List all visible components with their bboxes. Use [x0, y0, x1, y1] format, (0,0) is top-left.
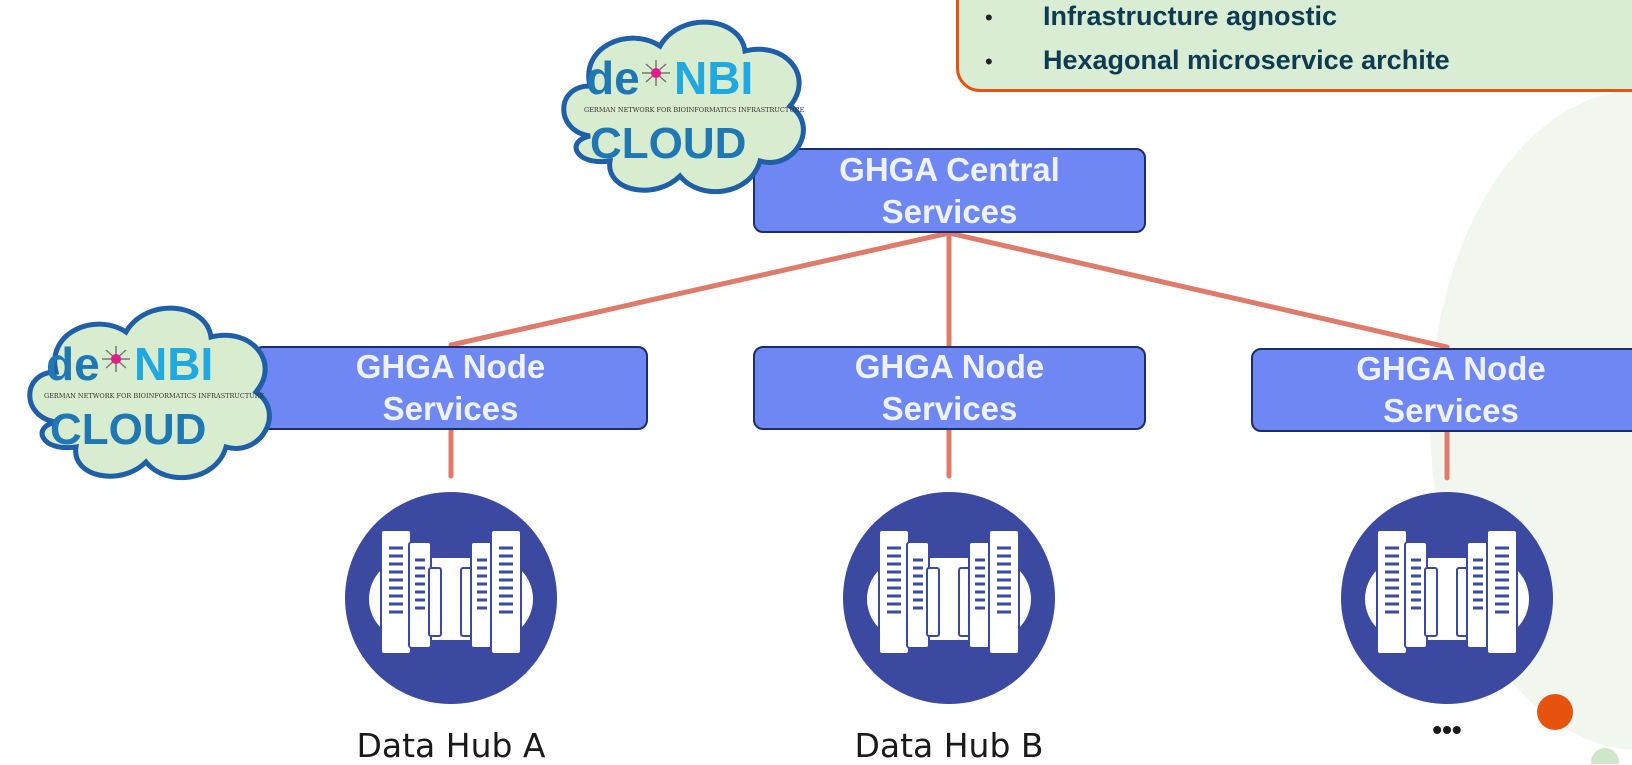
- feature-item: • Infrastructure agnostic: [985, 0, 1632, 39]
- denbi-cloud-logo: de NBI GERMAN NETWORK FOR BIOINFORMATICS…: [27, 305, 272, 480]
- node-services-line1: GHGA Node: [854, 348, 1045, 385]
- node-services-line1: GHGA Node: [1356, 350, 1546, 387]
- features-callout: • Infrastructure agnostic • Hexagonal micr…: [956, 0, 1632, 92]
- svg-text:NBI: NBI: [134, 338, 213, 390]
- node-services-box-b: GHGA Node Services: [753, 346, 1146, 430]
- svg-text:CLOUD: CLOUD: [590, 119, 746, 168]
- svg-text:de: de: [46, 338, 100, 390]
- node-services-box-a: GHGA Node Services: [253, 346, 648, 430]
- connector-central-node-c: [946, 230, 1450, 350]
- node-services-line2: Services: [382, 390, 519, 427]
- server-rack-icon: [841, 490, 1057, 706]
- server-rack-icon: [1339, 490, 1555, 706]
- node-services-line1: GHGA Node: [355, 348, 546, 385]
- svg-text:GERMAN NETWORK FOR BIOINFORMAT: GERMAN NETWORK FOR BIOINFORMATICS INFRAS…: [44, 392, 265, 400]
- denbi-cloud-logo: de NBI GERMAN NETWORK FOR BIOINFORMATICS…: [561, 19, 806, 194]
- svg-text:NBI: NBI: [674, 52, 753, 104]
- hub-label-more: •••: [1432, 714, 1462, 745]
- node-services-line2: Services: [881, 390, 1018, 427]
- connector-central-node-a: [448, 230, 952, 348]
- central-services-box: GHGA Central Services: [753, 148, 1146, 233]
- svg-text:GERMAN NETWORK FOR BIOINFORMAT: GERMAN NETWORK FOR BIOINFORMATICS INFRAS…: [584, 106, 805, 114]
- node-services-line2: Services: [1383, 392, 1519, 429]
- feature-text: Infrastructure agnostic: [1043, 1, 1338, 31]
- server-rack-icon: [343, 490, 559, 706]
- central-services-line1: GHGA Central: [839, 150, 1060, 188]
- feature-item: • Hexagonal microservice archite: [985, 39, 1632, 83]
- hub-label-b: Data Hub B: [854, 726, 1044, 765]
- bullet: •: [985, 49, 993, 74]
- node-services-box-c: GHGA Node Services: [1251, 348, 1632, 432]
- features-list: • Infrastructure agnostic • Hexagonal micr…: [959, 0, 1632, 83]
- svg-text:de: de: [586, 52, 640, 104]
- orange-dot: [1537, 694, 1573, 730]
- hub-label-a: Data Hub A: [356, 726, 546, 765]
- green-dot: [1591, 748, 1619, 764]
- bullet: •: [985, 5, 993, 30]
- feature-text: Hexagonal microservice archite: [1043, 45, 1450, 75]
- svg-text:CLOUD: CLOUD: [50, 405, 206, 454]
- central-services-line2: Services: [881, 192, 1018, 230]
